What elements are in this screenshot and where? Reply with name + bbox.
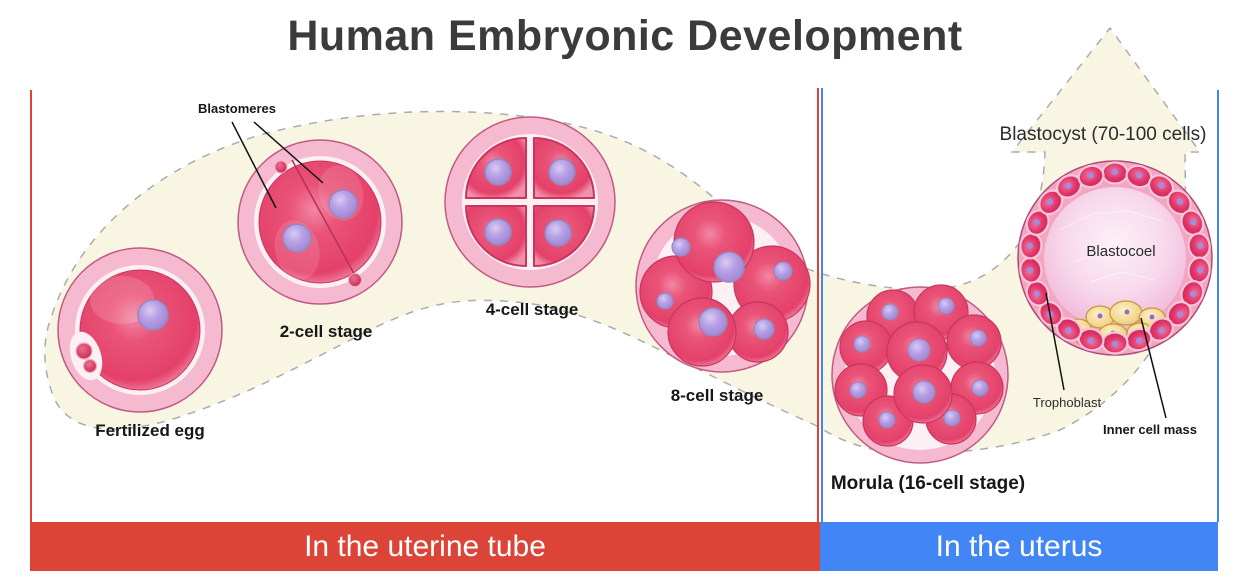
nucleus	[971, 379, 989, 397]
trophoblast-pointer-line	[1045, 292, 1065, 391]
nucleus	[484, 158, 512, 186]
nucleus	[943, 409, 961, 427]
uterine-tube-banner-label: In the uterine tube	[304, 529, 546, 563]
nucleus	[753, 318, 775, 340]
blastocoel-label: Blastocoel	[1086, 243, 1156, 260]
nucleus	[853, 335, 871, 353]
blastomere-pointer-line	[231, 121, 277, 209]
nucleus	[484, 218, 512, 246]
eight-cell-stage-label: 8-cell stage	[670, 386, 764, 405]
section-divider-red	[817, 88, 819, 522]
nucleus	[698, 307, 728, 337]
trophoblast-cell-nucleus	[1033, 290, 1040, 297]
nucleus	[907, 338, 931, 362]
nucleus	[912, 380, 936, 404]
trophoblast-cell-nucleus	[1136, 337, 1143, 344]
uterine-tube-left-border	[30, 90, 32, 522]
nucleus	[137, 299, 169, 331]
nucleus	[544, 219, 572, 247]
uterine-tube-banner: In the uterine tube	[30, 522, 820, 571]
polar-body	[82, 358, 98, 374]
morula-illustration	[831, 284, 1009, 464]
nucleus	[328, 189, 358, 219]
polar-body	[75, 342, 93, 360]
uterus-banner-label: In the uterus	[935, 529, 1103, 563]
nucleus	[671, 237, 691, 257]
trophoblast-cell-nucleus	[1190, 290, 1197, 297]
nucleus	[849, 381, 867, 399]
two-cell-stage-label: 2-cell stage	[279, 322, 373, 341]
trophoblast-cell-nucleus	[1158, 182, 1165, 189]
trophoblast-cell-nucleus	[1111, 168, 1119, 176]
eight-cell-stage-illustration	[635, 199, 811, 373]
morula-label: Morula (16-cell stage)	[830, 473, 1026, 494]
page-title: Human Embryonic Development	[287, 12, 963, 60]
blastocoel-cavity	[1044, 187, 1186, 329]
trophoblast-cell-nucleus	[1190, 219, 1197, 226]
blastocyst-label: Blastocyst (70-100 cells)	[999, 124, 1207, 145]
trophoblast-cell-nucleus	[1087, 337, 1094, 344]
trophoblast-cell-nucleus	[1026, 242, 1034, 249]
blastomere-pointer-line	[253, 121, 324, 184]
trophoblast-cell-nucleus	[1176, 198, 1184, 205]
trophoblast-cell-nucleus	[1196, 242, 1204, 249]
trophoblast-cell-nucleus	[1026, 267, 1034, 274]
trophoblast-cell-nucleus	[1087, 172, 1094, 179]
trophoblast-cell-nucleus	[1033, 219, 1040, 226]
four-cell-stage-label: 4-cell stage	[485, 300, 579, 319]
trophoblast-cell-nucleus	[1111, 340, 1119, 348]
trophoblast-ring	[1019, 161, 1211, 355]
nucleus	[881, 303, 899, 321]
blastomeres-label: Blastomeres	[197, 101, 277, 116]
fertilized-egg-illustration	[57, 247, 223, 413]
nucleus	[878, 411, 896, 429]
nucleus	[548, 158, 576, 186]
four-cell-stage-illustration	[444, 116, 616, 288]
trophoblast-cell-nucleus	[1046, 198, 1054, 205]
fertilized-egg-label: Fertilized egg	[95, 421, 205, 440]
blastocyst-illustration	[1017, 160, 1213, 356]
polar-body	[274, 160, 288, 174]
nucleus	[656, 292, 674, 310]
uterus-right-border	[1217, 90, 1219, 522]
nucleus	[773, 261, 793, 281]
nucleus	[969, 329, 987, 347]
inner-cell-mass-pointer-line	[1140, 317, 1167, 419]
trophoblast-cell-nucleus	[1196, 267, 1204, 274]
nucleus	[937, 297, 955, 315]
uterus-banner: In the uterus	[820, 522, 1218, 571]
two-cell-stage-illustration	[237, 139, 403, 305]
trophoblast-cell-nucleus	[1065, 182, 1072, 189]
section-divider-blue	[821, 88, 823, 522]
trophoblast-cell-nucleus	[1176, 311, 1184, 318]
annotation-lines	[231, 121, 1167, 419]
nucleus	[282, 223, 312, 253]
polar-body	[348, 273, 362, 287]
nucleus	[713, 251, 745, 283]
trophoblast-cell-nucleus	[1136, 172, 1143, 179]
trophoblast-cell-nucleus	[1158, 327, 1165, 334]
inner-cell-mass-label: Inner cell mass	[1103, 422, 1197, 437]
trophoblast-cell-nucleus	[1065, 327, 1072, 334]
trophoblast-label: Trophoblast	[1032, 395, 1102, 410]
